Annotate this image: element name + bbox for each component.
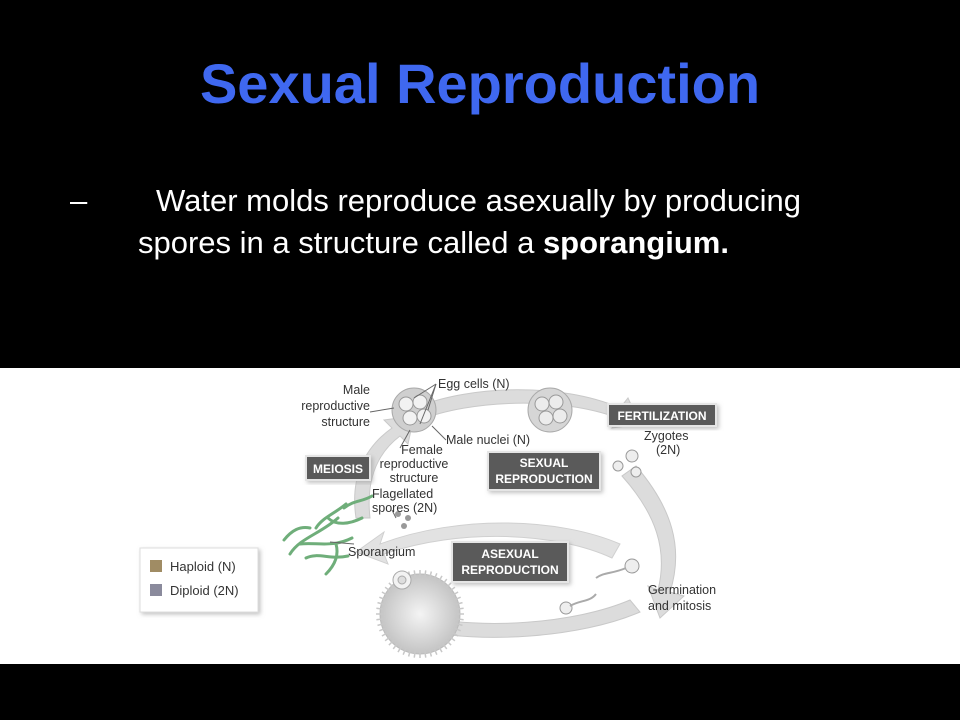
- label-male-nuclei: Male nuclei (N): [446, 433, 530, 447]
- germinating-zygote: [559, 558, 640, 615]
- label-germination-2: and mitosis: [648, 599, 711, 613]
- label-female-structure-2: reproductive: [380, 457, 449, 471]
- life-cycle-svg: Male reproductive structure Egg cells (N…: [139, 377, 717, 658]
- legend-swatch-haploid: [150, 560, 162, 572]
- spore-small: [392, 570, 412, 590]
- label-sporangium: Sporangium: [348, 545, 415, 559]
- box-asexual-label-1: ASEXUAL: [481, 547, 538, 561]
- label-flagellated-2: spores (2N): [372, 501, 437, 515]
- box-meiosis: MEIOSIS: [305, 455, 371, 481]
- box-sexual-label-1: SEXUAL: [520, 456, 569, 470]
- box-sexual-label-2: REPRODUCTION: [495, 472, 592, 486]
- label-female-structure-1: Female: [401, 443, 443, 457]
- bullet-point: – Water molds reproduce asexually by prod…: [70, 180, 838, 264]
- sporangium-ball: [376, 570, 464, 658]
- label-female-structure-3: structure: [390, 471, 439, 485]
- mycelium-hyphae: [282, 494, 374, 576]
- label-germination-1: Germination: [648, 583, 716, 597]
- box-asexual-label-2: REPRODUCTION: [461, 563, 558, 577]
- legend-diploid: Diploid (2N): [170, 583, 239, 598]
- slide-title: Sexual Reproduction: [199, 52, 761, 115]
- asexual-loop-arrow: [354, 522, 621, 565]
- flagellated-spores: [395, 511, 411, 529]
- label-zygotes-1: Zygotes: [644, 429, 688, 443]
- label-zygotes-2: (2N): [656, 443, 680, 457]
- life-cycle-diagram: Male reproductive structure Egg cells (N…: [0, 368, 960, 664]
- legend-haploid: Haploid (N): [170, 559, 236, 574]
- oogonium-left: [391, 387, 437, 433]
- label-male-structure-3: structure: [321, 415, 370, 429]
- diagram-labels: Male reproductive structure Egg cells (N…: [301, 377, 716, 613]
- right-cycle-arrow: [621, 465, 685, 619]
- leader-lines: [329, 383, 447, 545]
- box-meiosis-label: MEIOSIS: [313, 462, 363, 476]
- legend: Haploid (N) Diploid (2N): [139, 547, 259, 613]
- box-sexual-reproduction: SEXUAL REPRODUCTION: [487, 451, 601, 491]
- bullet-dash: –: [70, 183, 88, 218]
- bullet-text: Water molds reproduce asexually by produ…: [138, 183, 802, 260]
- label-egg-cells: Egg cells (N): [438, 377, 510, 391]
- box-fertilization: FERTILIZATION: [607, 403, 717, 427]
- label-male-structure-2: reproductive: [301, 399, 370, 413]
- box-asexual-reproduction: ASEXUAL REPRODUCTION: [451, 541, 569, 583]
- legend-swatch-diploid: [150, 584, 162, 596]
- zygotes-cells: [612, 449, 642, 478]
- label-flagellated-1: Flagellated: [372, 487, 433, 501]
- box-fertilization-label: FERTILIZATION: [617, 409, 706, 423]
- bullet-emphasis-sporangium: sporangium.: [542, 225, 729, 260]
- label-male-structure-1: Male: [343, 383, 370, 397]
- oogonium-right: [527, 387, 573, 433]
